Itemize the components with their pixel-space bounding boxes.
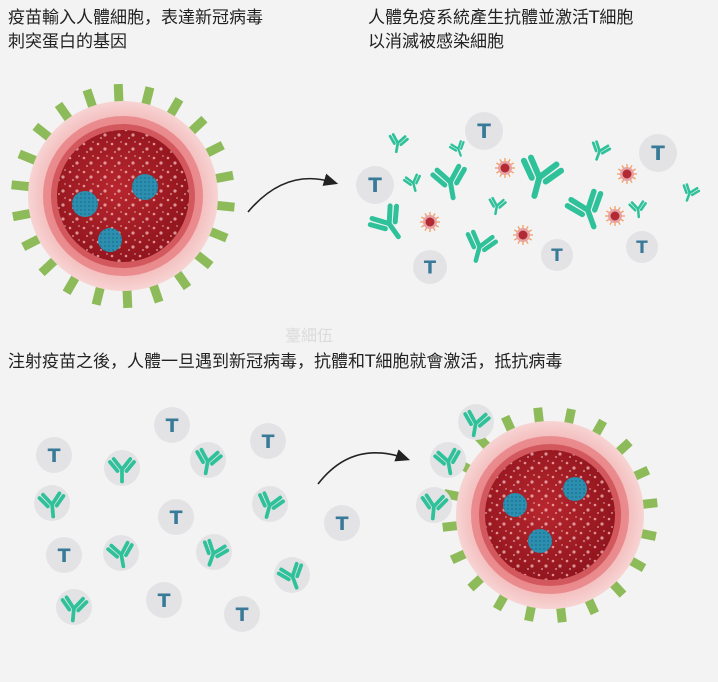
antibody-icon (258, 491, 286, 519)
top-right-caption: 人體免疫系統產生抗體並激活T細胞 以消滅被感染細胞 (368, 6, 633, 54)
nucleus-3 (98, 228, 122, 252)
antibody-icon (448, 140, 465, 157)
antibody-cell (458, 404, 494, 440)
antibody-icon (682, 183, 701, 202)
antibody-cell (34, 485, 70, 521)
arrow-icon-top (247, 173, 339, 213)
antibody-icon (202, 538, 230, 567)
svg-text:T: T (477, 119, 491, 143)
antibody-cell (416, 487, 452, 523)
t-cell-icon: T (324, 505, 360, 541)
t-cell-icon: T (356, 166, 394, 204)
nucleus-4 (503, 493, 527, 517)
nucleus-5 (563, 477, 587, 501)
t-cell-icon: T (465, 112, 503, 150)
svg-text:T: T (424, 257, 437, 278)
antibody-icon (520, 154, 565, 199)
svg-text:T: T (166, 415, 179, 437)
svg-text:T: T (58, 545, 71, 567)
svg-text:T: T (170, 507, 183, 529)
t-cell-icon: T (639, 134, 677, 172)
virus-particle-icon (617, 164, 637, 184)
arrow-icon-bottom (317, 449, 411, 485)
t-cell-icon: T (36, 437, 72, 473)
svg-text:T: T (551, 245, 563, 265)
top-right-caption-line2: 以消滅被感染細胞 (368, 32, 504, 52)
antibody-icon (388, 133, 409, 154)
t-cell-icon: T (413, 250, 447, 284)
antibody-cell (252, 486, 288, 522)
top-left-caption-line2: 刺突蛋白的基因 (8, 32, 127, 52)
virus-particle-icon (495, 158, 515, 178)
t-cell-icon: T (154, 407, 190, 443)
virus-particle-icon (513, 225, 533, 245)
antibody-icon (628, 200, 647, 219)
top-left-caption-line1: 疫苗輸入人體細胞，表達新冠病毒 (8, 8, 263, 28)
svg-text:T: T (158, 590, 171, 612)
t-cell-icon: T (250, 423, 286, 459)
nucleus-1 (72, 191, 98, 217)
svg-text:T: T (368, 173, 382, 197)
bottom-caption: 注射疫苗之後，人體一旦遇到新冠病毒，抗體和T細胞就會激活，抵抗病毒 (8, 352, 563, 372)
antibody-cell (274, 557, 310, 593)
top-right-caption-line1: 人體免疫系統產生抗體並激活T細胞 (368, 8, 634, 28)
svg-text:T: T (48, 445, 61, 467)
antibody-icon (488, 196, 507, 216)
vaccinated-cell-top (11, 83, 235, 309)
antibody-icon (37, 491, 66, 519)
antibody-icon (463, 409, 491, 438)
t-cell-icon: T (626, 231, 658, 263)
antibody-cell (103, 535, 139, 571)
antibody-icon (106, 540, 134, 569)
virus-cell-bottom (442, 407, 658, 623)
antibody-cell (190, 442, 226, 478)
virus-particle-icon (420, 212, 440, 232)
antibody-icon (367, 203, 401, 240)
nucleus-6 (528, 529, 552, 553)
antibody-icon (276, 561, 304, 590)
antibody-icon (433, 447, 461, 476)
virus-particle-icon (605, 206, 625, 226)
attacking-immune-cells (416, 404, 494, 523)
antibody-icon (420, 493, 449, 521)
antibody-cell (104, 450, 140, 486)
t-cell-icon: T (224, 596, 260, 632)
top-left-caption: 疫苗輸入人體細胞，表達新冠病毒 刺突蛋白的基因 (8, 6, 263, 54)
immune-response-scene: T T T T T T (356, 112, 701, 284)
t-cell-icon: T (541, 239, 573, 271)
nucleus-2 (132, 174, 158, 200)
t-cell-icon: T (146, 582, 182, 618)
antibody-cell (430, 442, 466, 478)
resting-immune-cells: T T T T T T T T (34, 407, 360, 632)
antibody-cell (56, 589, 92, 625)
antibody-icon (402, 173, 421, 192)
antibody-icon (108, 457, 136, 484)
antibody-icon (564, 188, 604, 230)
antibody-icon (465, 229, 499, 263)
antibody-cell (196, 534, 232, 570)
svg-text:T: T (336, 513, 349, 535)
antibody-icon (591, 140, 612, 161)
svg-text:T: T (651, 141, 665, 165)
t-cell-icon: T (158, 499, 194, 535)
svg-text:T: T (236, 604, 249, 626)
svg-text:T: T (636, 237, 648, 257)
t-cell-icon: T (46, 537, 82, 573)
antibody-icon (430, 163, 467, 201)
svg-text:T: T (262, 431, 275, 453)
antibody-icon (60, 595, 89, 623)
watermark: 臺細伍 (285, 326, 333, 345)
antibody-icon (195, 447, 223, 476)
